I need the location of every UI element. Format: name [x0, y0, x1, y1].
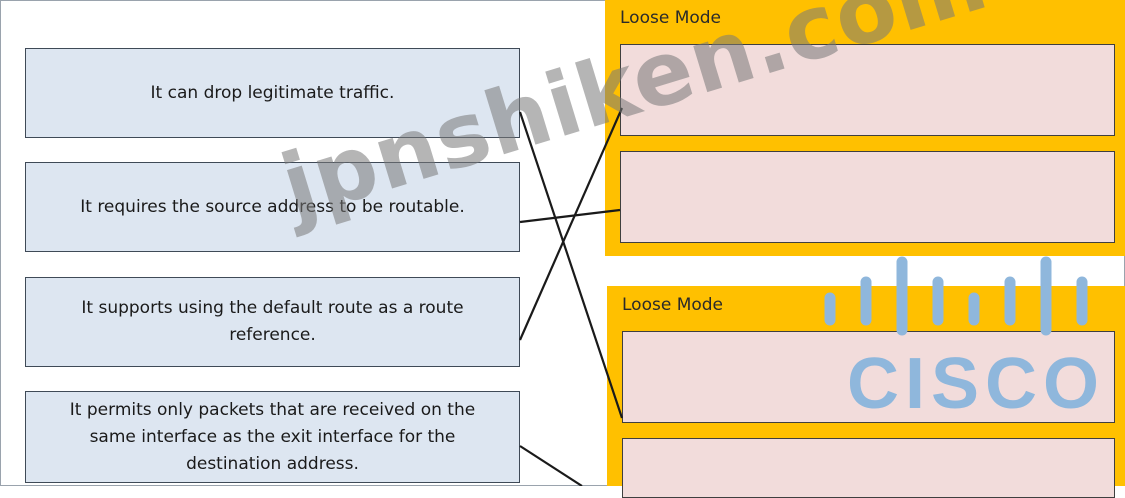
drop-slot-3[interactable]: [622, 331, 1115, 423]
drop-slot-1[interactable]: [620, 44, 1115, 136]
statement-text-2: It requires the source address to be rou…: [80, 196, 465, 217]
statement-box-1[interactable]: It can drop legitimate traffic.: [25, 48, 520, 138]
panel-title-1: Loose Mode: [620, 8, 722, 28]
connector-line-4: [519, 445, 583, 486]
connector-line-2: [519, 208, 621, 224]
cisco-logo-text: CISCO: [847, 344, 1105, 424]
statement-text-3: It supports using the default route as a…: [81, 298, 464, 345]
statement-text-1: It can drop legitimate traffic.: [150, 82, 395, 103]
target-panel-1: Loose Mode: [605, 0, 1125, 256]
statement-box-4[interactable]: It permits only packets that are receive…: [25, 391, 520, 483]
statement-box-3[interactable]: It supports using the default route as a…: [25, 277, 520, 367]
diagram-overlay: CISCO: [518, 107, 1105, 486]
drop-slot-2[interactable]: [620, 151, 1115, 243]
panel-title-2: Loose Mode: [622, 295, 724, 315]
connector-line-3: [518, 107, 624, 341]
connector-line-1: [518, 111, 624, 419]
statement-box-2[interactable]: It requires the source address to be rou…: [25, 162, 520, 252]
statement-text-4: It permits only packets that are receive…: [69, 399, 476, 474]
cisco-logo-icon: CISCO: [824, 256, 1105, 424]
